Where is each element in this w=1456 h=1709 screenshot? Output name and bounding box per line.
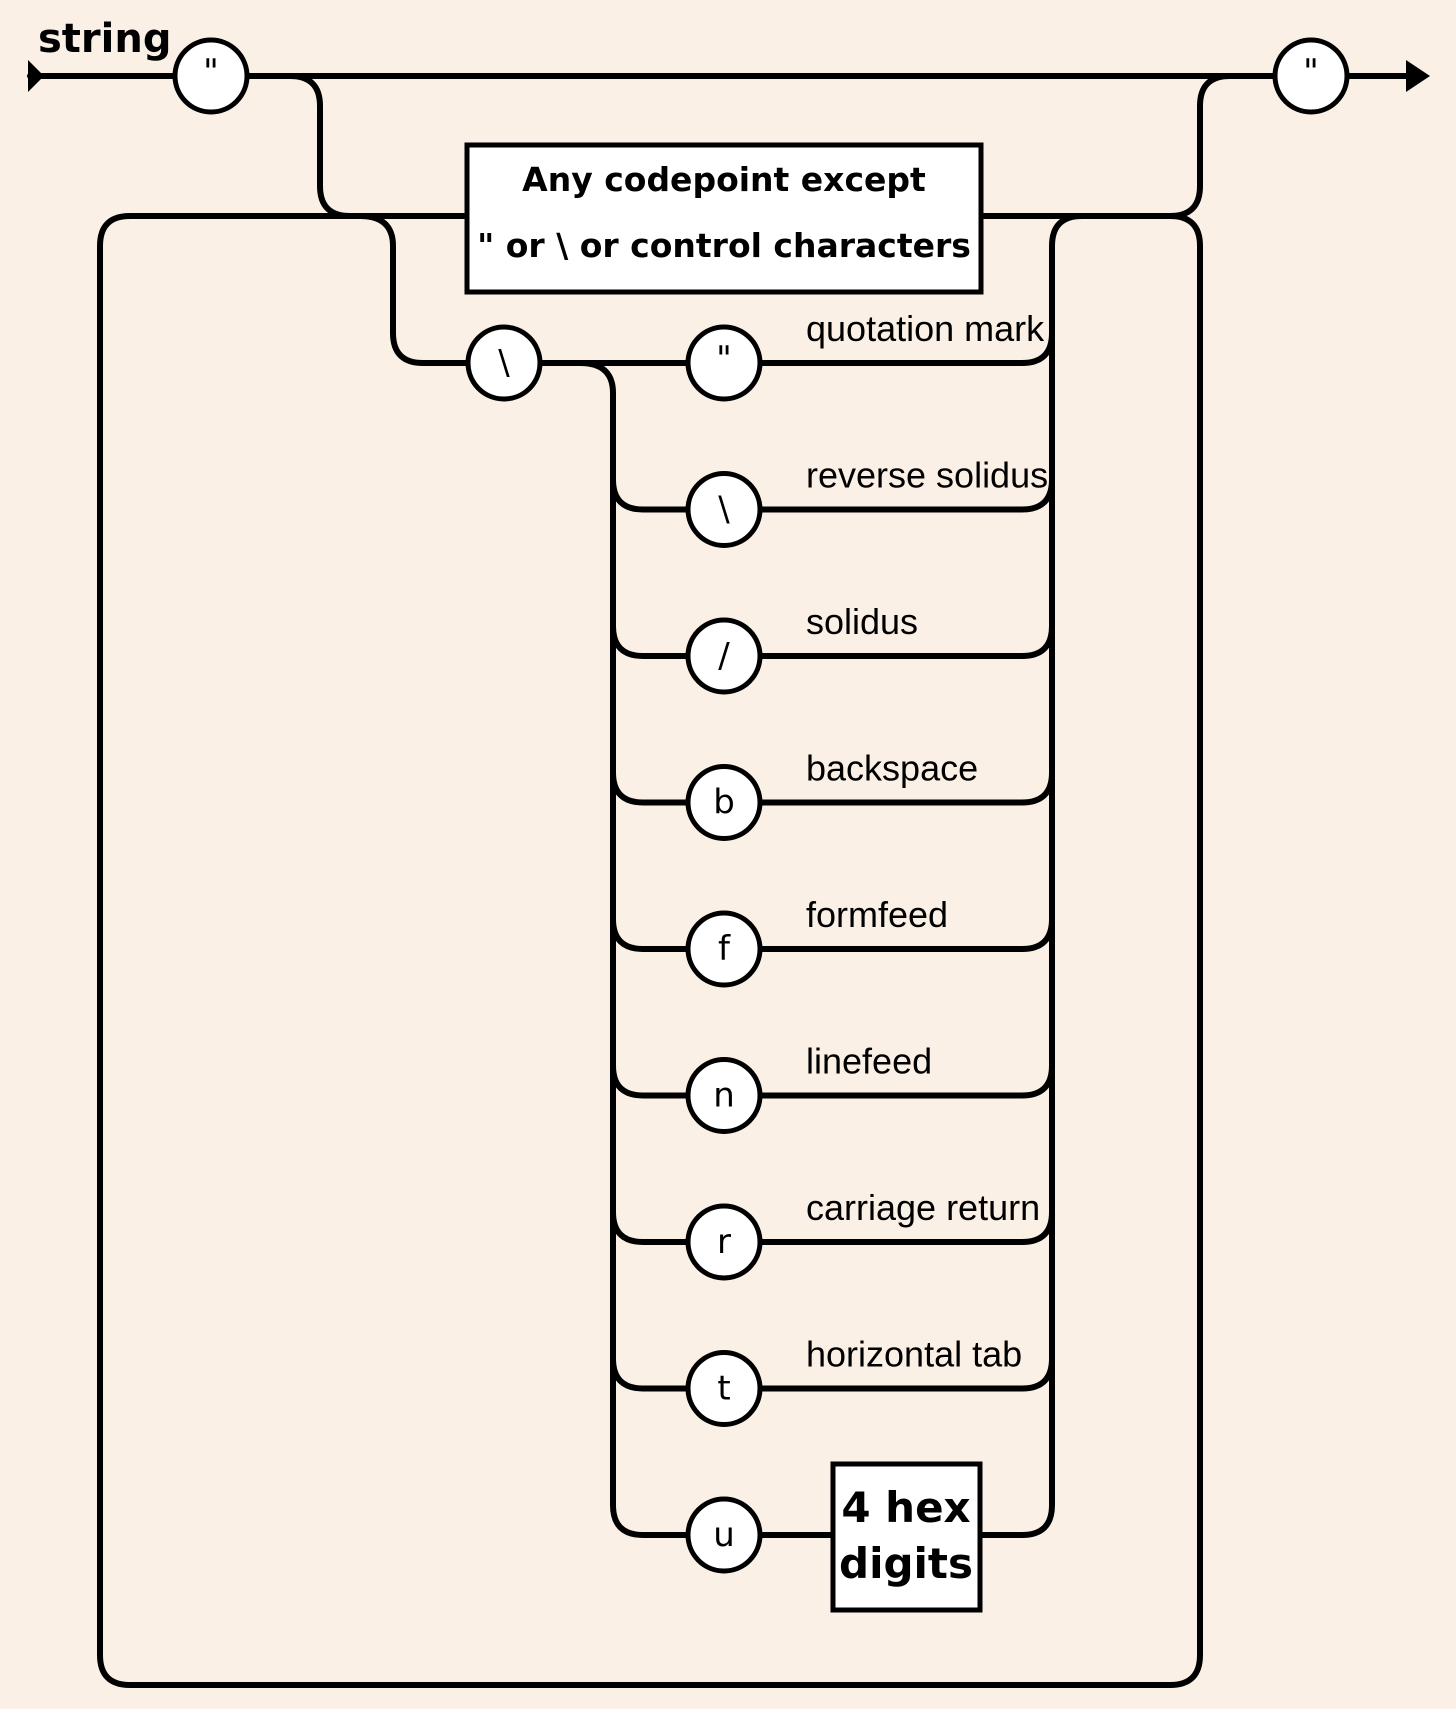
escape-wire-in [610,1062,691,1099]
escape-wire-out [757,1209,1055,1245]
escape-char: b [713,783,735,823]
escape-node: r carriage return [685,1187,1040,1281]
escape-label: horizontal tab [806,1334,1022,1375]
codepoint-box: Any codepoint except " or \ or control c… [464,142,984,295]
escape-char: f [718,929,731,969]
escape-node-circle [685,324,763,402]
hex-digits-box: 4 hex digits [830,1461,983,1613]
escape-label: linefeed [806,1041,932,1082]
hex-box-line1: 4 hex [841,1483,970,1532]
escape-wire-in [610,1209,691,1245]
escape-char: u [713,1515,735,1555]
codepoint-box-line1: Any codepoint except [522,160,926,199]
escape-char: / [718,636,730,676]
escape-char: r [717,1222,731,1262]
escape-char: \ [718,490,730,530]
escape-node: b backspace [685,748,978,841]
close-quote-node: " [1272,37,1350,115]
escape-wire-in [610,1355,691,1392]
escape-wire-out [757,916,1055,952]
escape-node-circle [685,764,763,841]
escape-char: " [716,339,732,379]
entry-arrow-icon [28,60,44,92]
escape-label: solidus [806,601,918,642]
escape-node-circle [685,1496,763,1574]
escape-wire-out [757,476,1055,513]
escape-node: " quotation mark [685,308,1045,402]
escape-wire-out [757,1062,1055,1099]
open-quote-node: " [172,37,250,115]
escape-label: formfeed [806,894,948,935]
escape-node-circle [685,1057,763,1134]
escape-wire-in [610,769,691,806]
main-track [27,73,1423,1688]
escape-node-circle [685,1350,763,1427]
escape-wire-out [757,330,1055,366]
escape-wire-in [610,476,691,513]
escape-node: u [685,1496,763,1574]
escape-label: backspace [806,748,978,789]
escape-wire-out [757,1355,1055,1392]
diagram-title: string [38,16,171,62]
escape-rows: " quotation mark \ reverse solidus / solidus b… [685,308,1048,1574]
escape-node: f formfeed [685,894,948,988]
escape-char: n [713,1076,735,1116]
open-quote-char: " [203,52,219,92]
exit-arrow-icon [1406,60,1430,92]
escape-label: carriage return [806,1187,1040,1228]
escape-node: / solidus [685,601,918,695]
close-quote-char: " [1303,52,1319,92]
escape-label: quotation mark [806,308,1045,349]
backslash-node: \ [465,324,543,402]
escape-node: n linefeed [685,1041,932,1134]
escape-wire-in [610,623,691,659]
escape-node-circle [685,471,763,548]
escape-wires [610,330,1055,1538]
escape-node-circle [685,910,763,988]
escape-char: t [717,1369,730,1409]
hex-box-line2: digits [839,1539,973,1588]
escape-node-circle [685,617,763,695]
escape-wire-in [610,916,691,952]
escape-node-circle [685,1203,763,1281]
escape-wire-out [757,623,1055,659]
escape-wire-out [757,769,1055,806]
escape-label: reverse solidus [806,455,1048,496]
backslash-char: \ [498,343,510,383]
escape-node: t horizontal tab [685,1334,1022,1427]
escape-node: \ reverse solidus [685,455,1048,548]
codepoint-box-line2: " or \ or control characters [477,226,971,265]
